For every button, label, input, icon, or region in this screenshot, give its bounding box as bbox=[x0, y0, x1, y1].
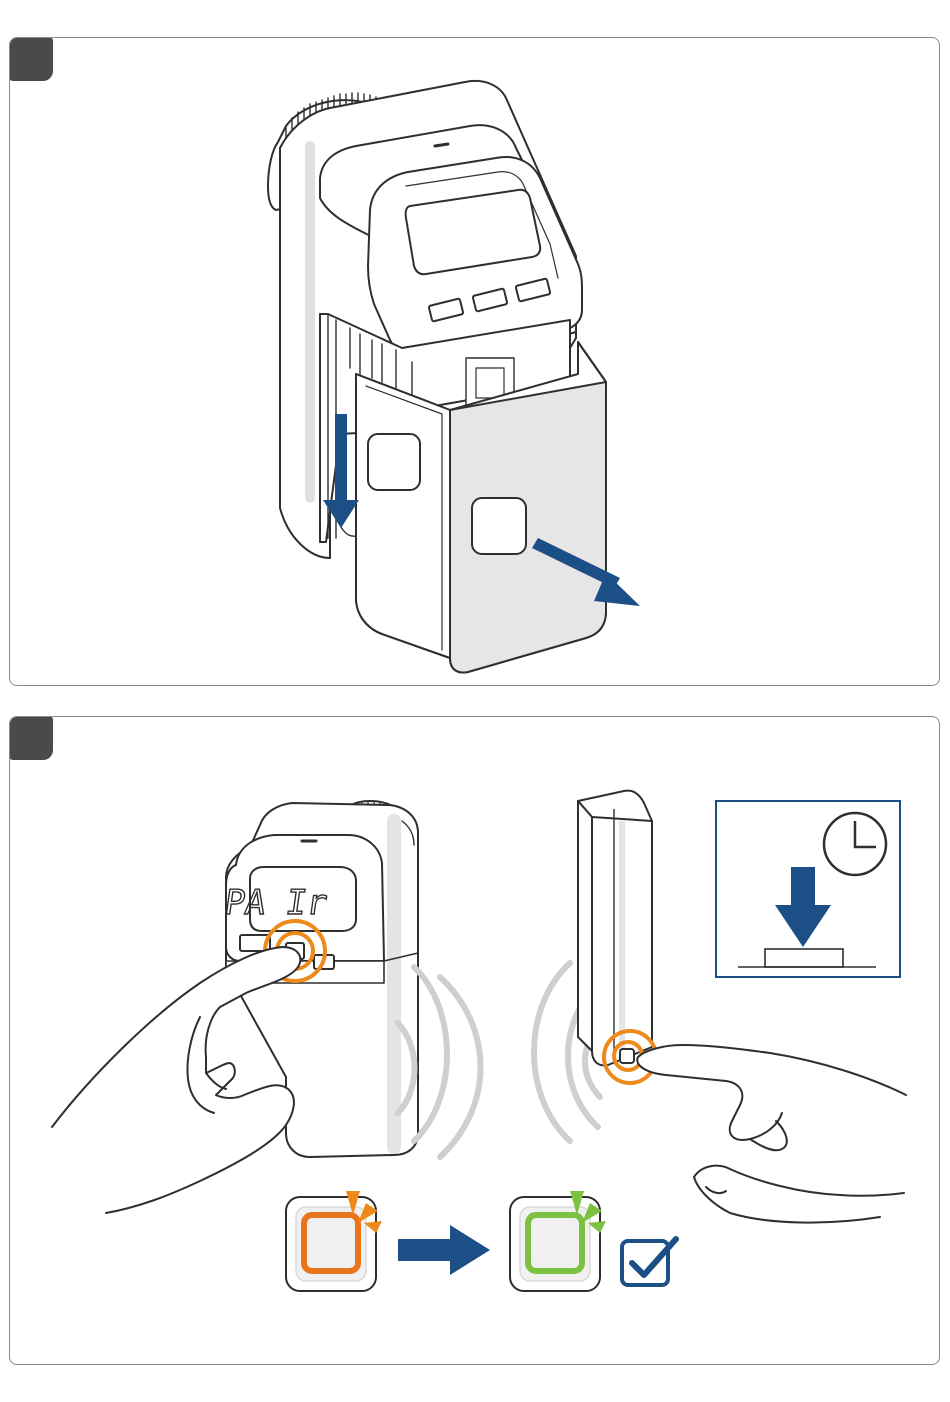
step-1-panel bbox=[9, 37, 940, 686]
cover-grip-side bbox=[368, 434, 420, 490]
check-icon bbox=[622, 1239, 676, 1285]
transition-arrow bbox=[398, 1225, 490, 1275]
led-orange-state bbox=[286, 1191, 382, 1291]
step-2-panel: PA Ir bbox=[9, 716, 940, 1365]
cover-grip-front bbox=[472, 498, 526, 554]
led-green-state bbox=[510, 1191, 606, 1291]
button-base bbox=[765, 949, 843, 967]
gateway-device bbox=[578, 791, 652, 1066]
wireless-signal-waves bbox=[398, 963, 600, 1157]
gateway-button bbox=[620, 1049, 634, 1063]
press-down-arrow bbox=[791, 867, 815, 909]
lcd-text: PA Ir bbox=[222, 883, 330, 923]
right-hand bbox=[637, 1045, 906, 1223]
press-hold-inset bbox=[716, 801, 900, 977]
step-2-illustration: PA Ir bbox=[10, 717, 940, 1365]
step-1-illustration bbox=[10, 38, 940, 686]
left-hand bbox=[52, 947, 300, 1213]
